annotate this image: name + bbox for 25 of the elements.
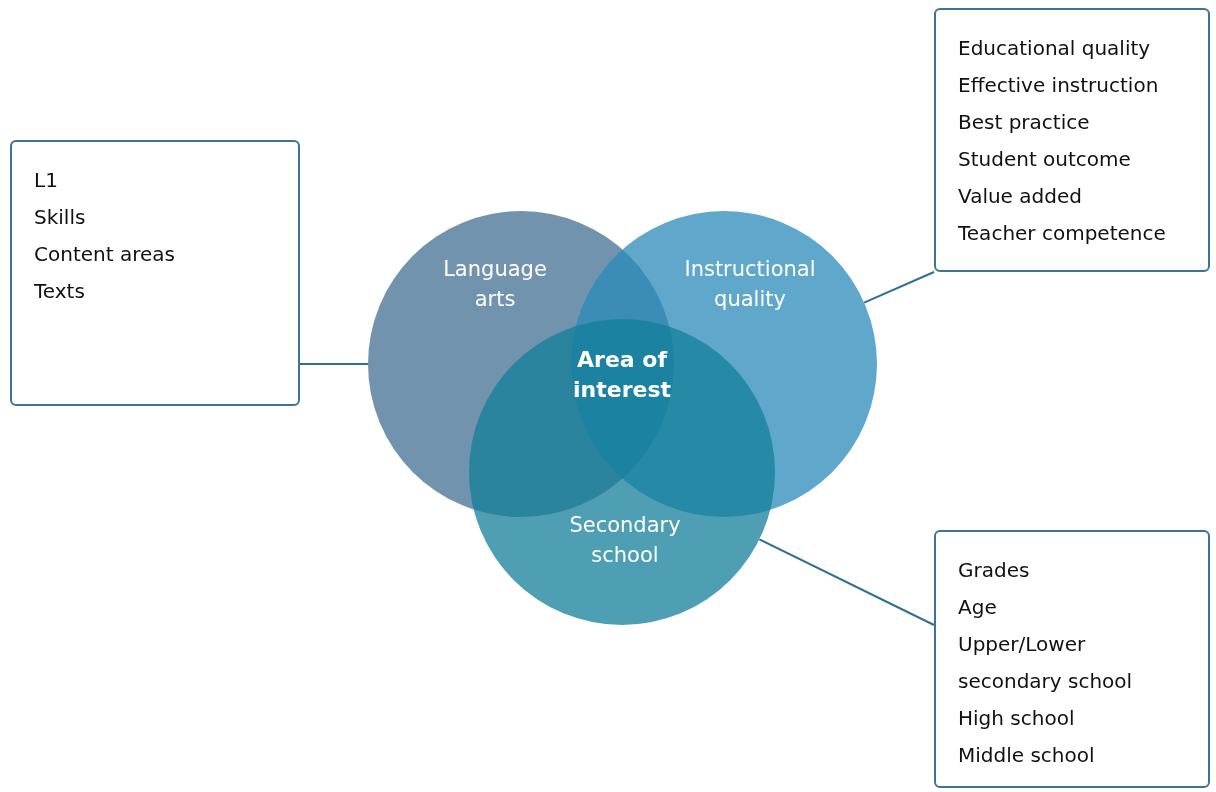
list-item-text: Teacher competence	[958, 220, 1166, 247]
list-item-text: High school	[958, 705, 1075, 732]
circle-label: Secondary school	[568, 512, 682, 569]
list-item-text: Content areas	[34, 241, 175, 268]
list-item-text: Educational quality	[958, 35, 1151, 62]
callout-box	[934, 530, 1210, 788]
list-item-text: Effective instruction	[958, 72, 1159, 99]
list-item-text: Best practice	[958, 109, 1090, 136]
leader-line	[863, 271, 935, 304]
list-item-text: Skills	[34, 204, 86, 231]
list-item-text: Upper/Lower secondary school	[958, 631, 1134, 695]
callout-box	[10, 140, 300, 406]
list-item-text: Middle school	[958, 742, 1095, 769]
overlap-label: Area of interest	[562, 345, 682, 405]
circle-label: Language arts	[442, 256, 548, 313]
circle-label: Instructional quality	[683, 256, 817, 313]
leader-line	[299, 363, 369, 365]
callout-box	[934, 8, 1210, 272]
list-item-text: Age	[958, 594, 997, 621]
list-item-text: Grades	[958, 557, 1030, 584]
leader-line	[758, 538, 935, 626]
list-item-text: Value added	[958, 183, 1082, 210]
list-item-text: L1	[34, 167, 58, 194]
list-item-text: Student outcome	[958, 146, 1131, 173]
list-item-text: Texts	[34, 278, 85, 305]
